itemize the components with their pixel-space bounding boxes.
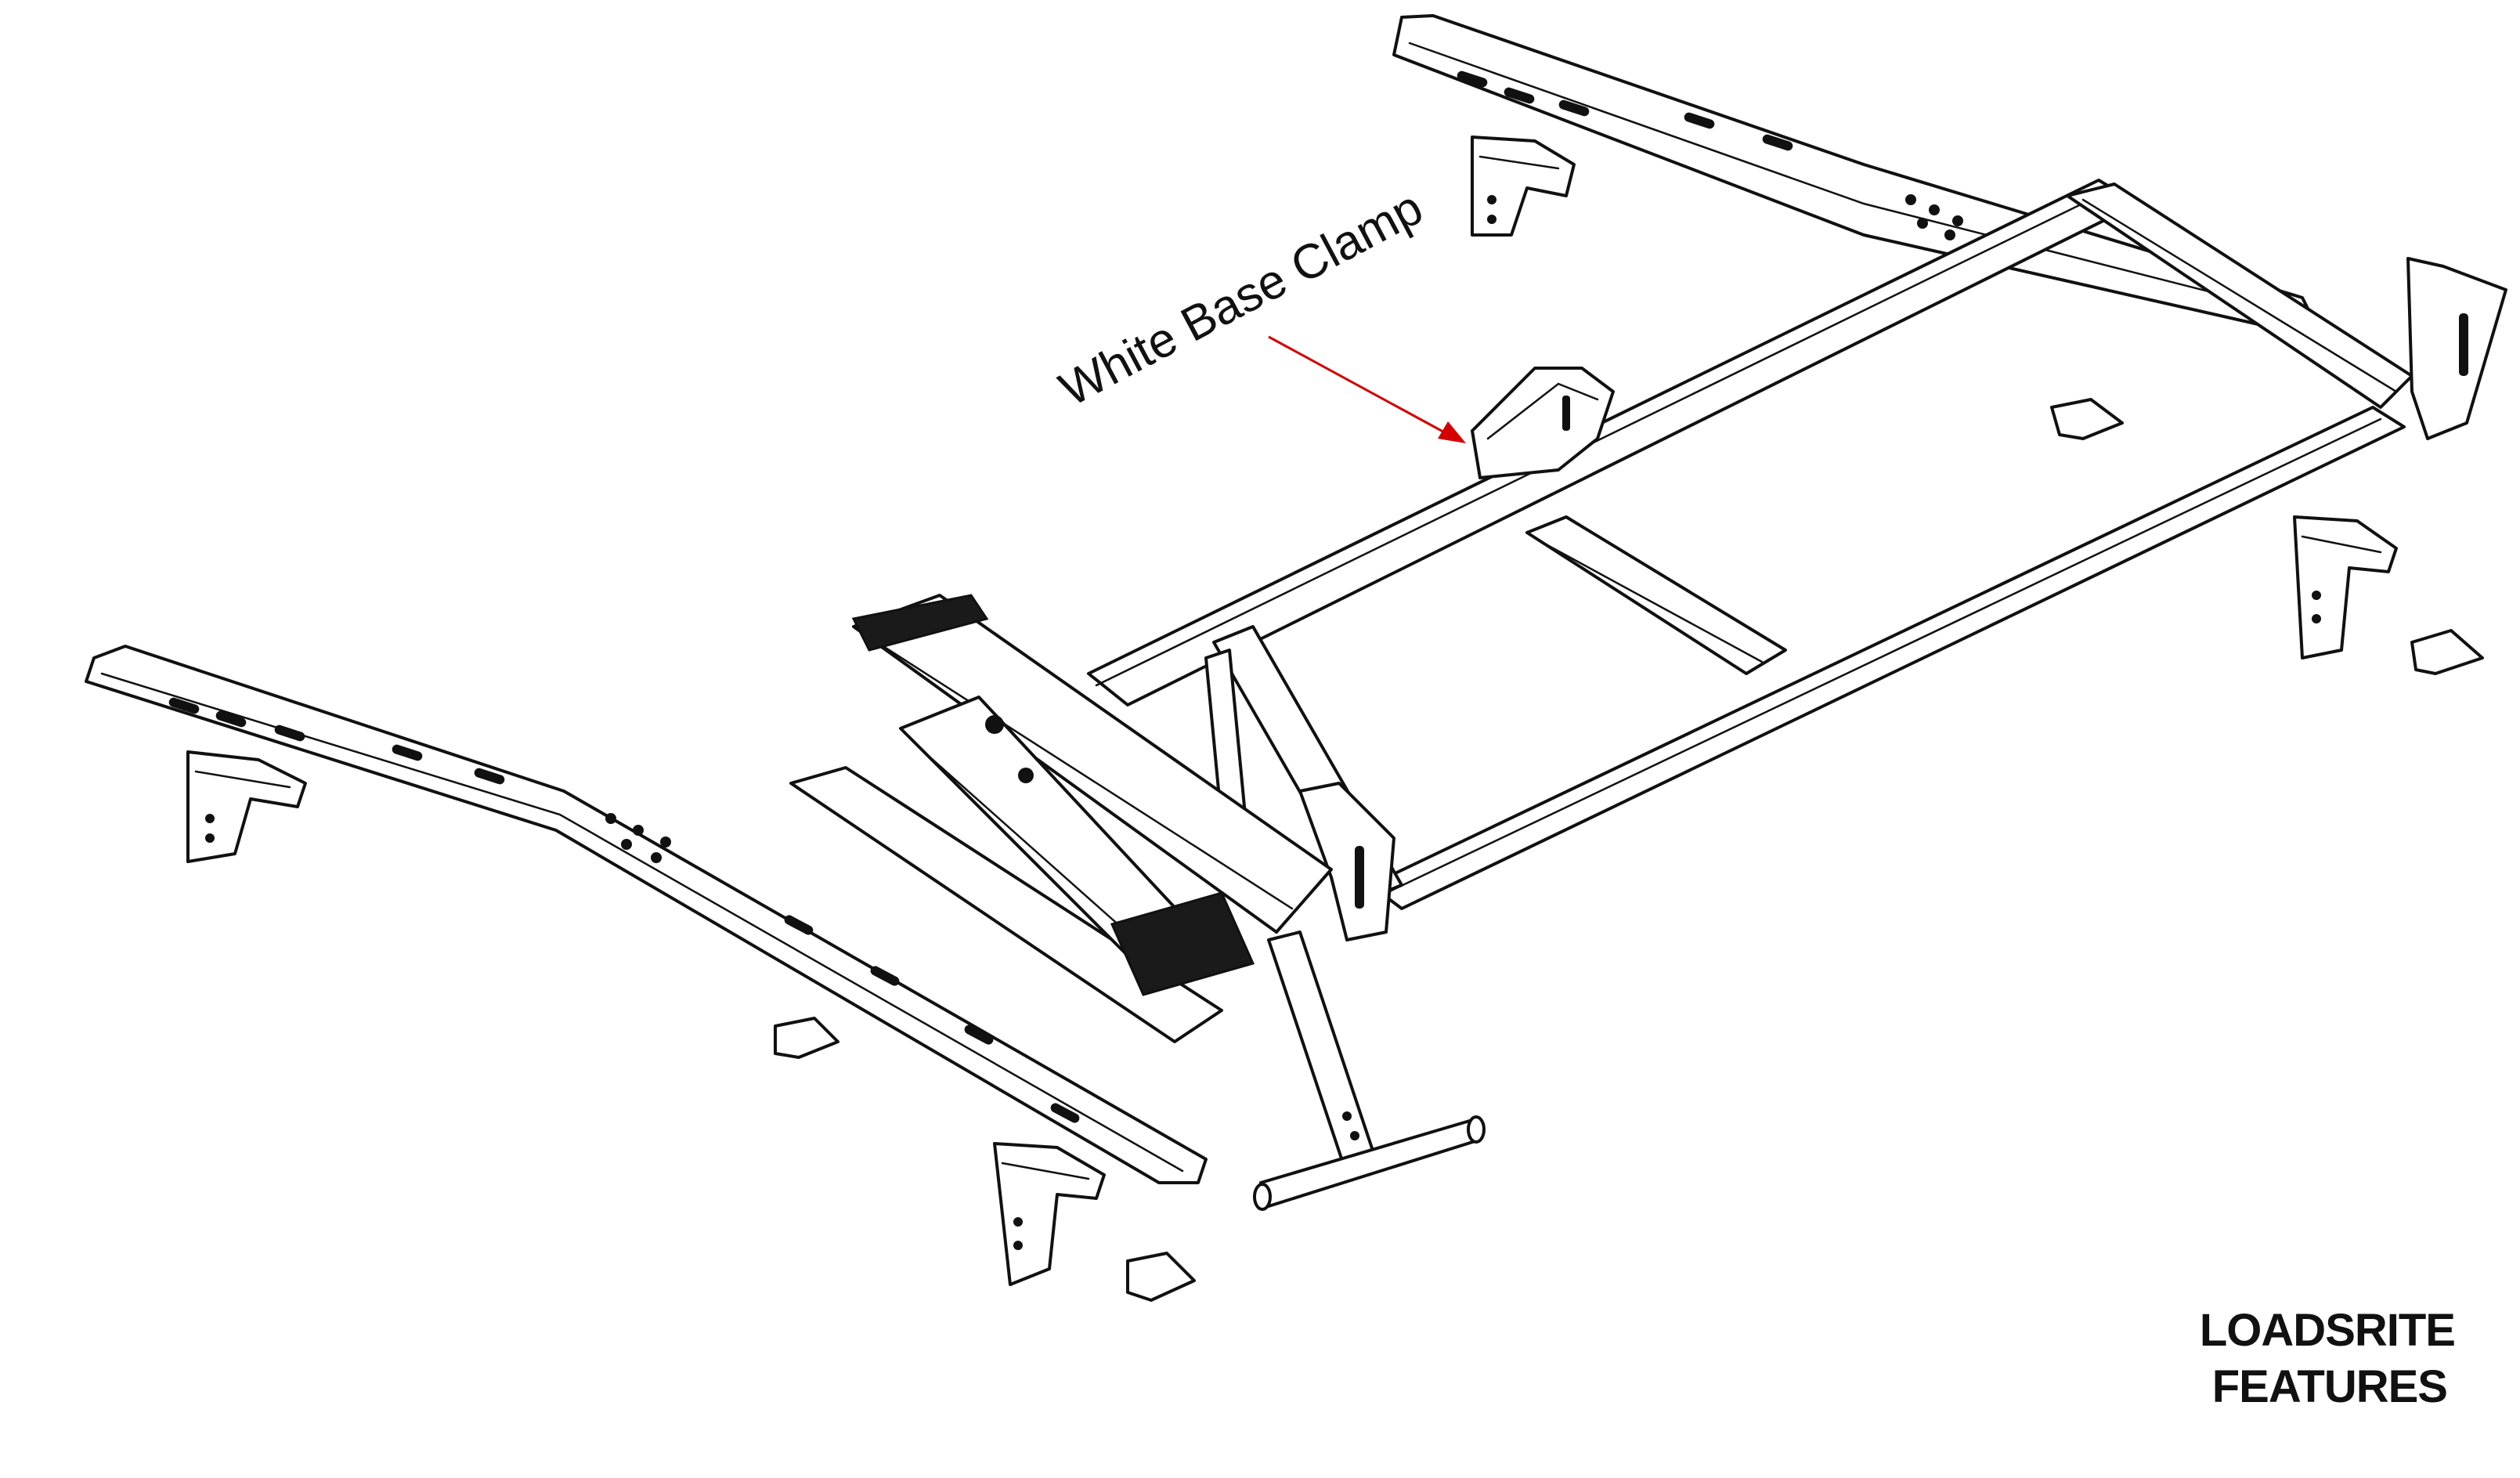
- upper-right-rail: [1392, 14, 2320, 331]
- lift-handle: [1253, 931, 1486, 1211]
- clip-1: [774, 1017, 839, 1059]
- rear-clamp-upright: [2406, 257, 2507, 440]
- clip-4: [2410, 629, 2484, 675]
- callout-arrowhead: [1438, 421, 1466, 443]
- brand-line-1: LOADSRITE: [2200, 1305, 2455, 1356]
- bracket-lower-right: [2293, 515, 2398, 659]
- callout-leader-line: [1268, 335, 1450, 436]
- lower-left-rail: [85, 645, 1208, 1184]
- bracket-upper-right-1: [1471, 136, 1576, 237]
- main-frame: [1087, 179, 2413, 910]
- clip-2: [1126, 1252, 1196, 1302]
- clip-3: [2050, 398, 2124, 440]
- bracket-lower-left-2: [993, 1142, 1106, 1286]
- white-base-clamp: [1471, 367, 1615, 479]
- bracket-lower-left-1: [186, 750, 307, 863]
- brand-block: LOADSRITE FEATURES: [2200, 1305, 2456, 1412]
- callout-label: White Base Clamp: [1051, 180, 1431, 417]
- brand-line-2: FEATURES: [2212, 1361, 2447, 1412]
- front-clamp-upright: [1298, 782, 1395, 941]
- callout-white-base-clamp: White Base Clamp: [1051, 180, 1466, 443]
- folding-mechanism: [789, 594, 1333, 1043]
